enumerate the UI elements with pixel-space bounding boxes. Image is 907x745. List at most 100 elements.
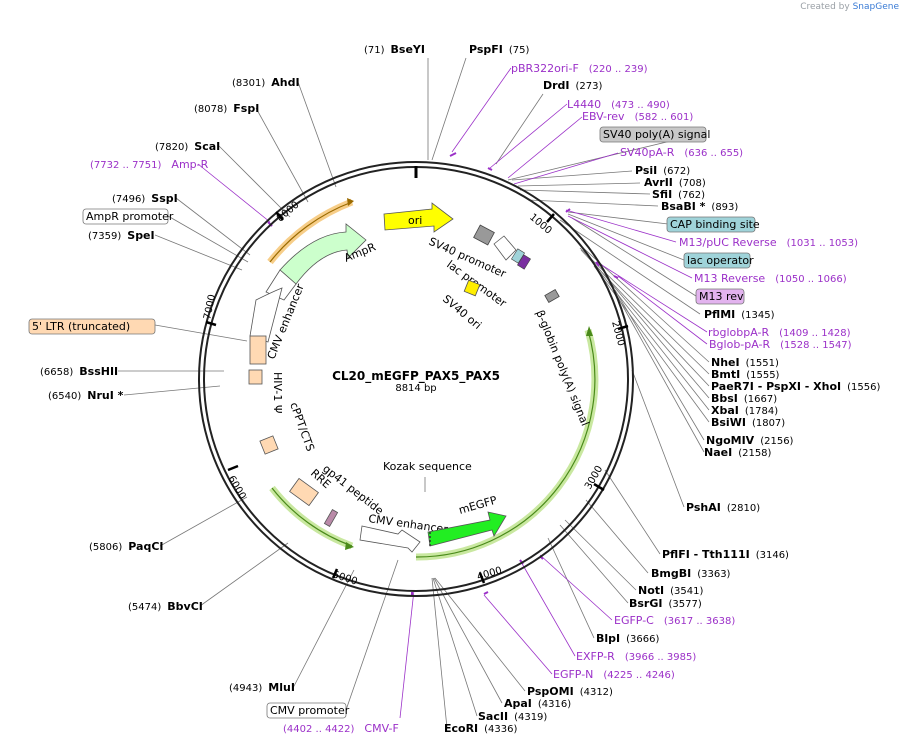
svg-text:EGFP-C(3617 .. 3638): EGFP-C(3617 .. 3638): [614, 614, 735, 627]
svg-text:PshAI(2810): PshAI(2810): [686, 501, 760, 514]
sv40-ori-label: SV40 ori: [440, 292, 484, 332]
svg-text:M13 Reverse(1050 .. 1066): M13 Reverse(1050 .. 1066): [694, 272, 847, 285]
svg-text:EXFP-R(3966 .. 3985): EXFP-R (3966 .. 3985): [576, 650, 696, 663]
enzyme-pos: (2156): [760, 436, 793, 447]
backbone-outer: [198, 161, 634, 597]
svg-text:ApaI(4316): ApaI(4316): [504, 697, 571, 710]
enzyme-pos: (75): [509, 45, 530, 56]
svg-text:EcoRI(4336): EcoRI(4336): [444, 722, 518, 735]
svg-text:NgoMIV(2156): NgoMIV (2156): [706, 434, 794, 447]
enzyme-pos: (4943): [229, 683, 262, 694]
cap-binding-box-label: CAP binding site: [670, 218, 760, 231]
svg-text:(6658)BssHII: (6658)BssHII: [40, 365, 118, 378]
enzyme-pos: (4312): [580, 687, 613, 698]
primer-name: EBV-rev: [582, 110, 625, 123]
enzyme-pos: (7496): [112, 194, 145, 205]
enzyme-pos: (2158): [738, 448, 771, 459]
ampr-promoter-box-label: AmpR promoter: [86, 210, 174, 223]
svg-text:BmtI(1555): BmtI(1555): [711, 368, 780, 381]
primer-name: EXFP-R: [576, 650, 615, 663]
enzyme-name: NheI: [711, 356, 740, 369]
primer-pos: (3617 .. 3638): [664, 616, 736, 627]
enzyme-pos: (4316): [538, 699, 571, 710]
primer-pos: (220 .. 239): [589, 64, 648, 75]
m13-rev-box-label: M13 rev: [699, 290, 744, 303]
primer-pos: (4402 .. 4422): [283, 724, 355, 735]
svg-text:DrdI(273): DrdI(273): [543, 79, 603, 92]
svg-text:NheI(1551): NheI(1551): [711, 356, 779, 369]
enzyme-pos: (3363): [697, 569, 730, 580]
primer-name: M13 Reverse: [694, 272, 765, 285]
svg-text:EGFP-N(4225 .. 4246): EGFP-N(4225 .. 4246): [553, 668, 675, 681]
m13-rev-box: [695, 288, 745, 305]
primer-leaders: [197, 67, 708, 719]
enzyme-pos: (7359): [88, 231, 121, 242]
svg-text:SacII(4319): SacII (4319): [478, 710, 547, 723]
primer-name: SV40pA-R: [620, 146, 675, 159]
gp41-feature: [323, 509, 339, 527]
enzyme-pos: (672): [663, 166, 690, 177]
enzyme-pos: (8301): [232, 78, 265, 89]
cppt-feature: [259, 435, 279, 455]
tick-label: 2000: [609, 320, 626, 347]
cap-binding-box: [666, 216, 756, 233]
ampr-promoter-box: [82, 208, 169, 225]
enzyme-pos: (1784): [745, 406, 778, 417]
credit-prefix: Created by: [800, 2, 850, 12]
bglobin-feature: [544, 288, 560, 304]
primer-name: M13/pUC Reverse: [679, 236, 777, 249]
svg-text:BbsI(1667): BbsI(1667): [711, 392, 777, 405]
enzyme-name: NgoMIV: [706, 434, 755, 447]
enzyme-name: BbvCI: [167, 600, 203, 613]
enzyme-pos: (6540): [48, 391, 81, 402]
enzyme-pos: (2810): [727, 503, 760, 514]
primer-name: CMV-F: [364, 722, 398, 735]
enzyme-pos: (1807): [752, 418, 785, 429]
enzyme-pos: (5806): [89, 542, 122, 553]
ltr-box: [28, 318, 156, 335]
kozak-label: Kozak sequence: [383, 460, 472, 473]
ltr-box-label: 5' LTR (truncated): [32, 320, 130, 333]
ampr-feature: [279, 223, 367, 285]
primer-pos: (1031 .. 1053): [787, 238, 859, 249]
lac-operator-box-label: lac operator: [687, 254, 754, 267]
svg-text:(5474)BbvCI: (5474)BbvCI: [128, 600, 203, 613]
enzyme-pos: (4319): [514, 712, 547, 723]
svg-text:(4402 .. 4422)CMV-F: (4402 .. 4422) CMV-F: [283, 722, 399, 735]
svg-text:AvrII(708): AvrII(708): [644, 176, 706, 189]
ori-feature: [383, 202, 454, 233]
gp41-label: gp41 peptide: [320, 462, 386, 518]
enzyme-name: SspI: [151, 192, 177, 205]
rre-highlight-head: [345, 542, 354, 550]
enzyme-name: SacII: [478, 710, 508, 723]
enzyme-name: NruI *: [87, 389, 123, 402]
primer-name: EGFP-N: [553, 668, 593, 681]
svg-text:L4440(473 .. 490): L4440(473 .. 490): [567, 98, 670, 111]
enzyme-name: BbsI: [711, 392, 738, 405]
svg-text:PspFI(75): PspFI (75): [469, 43, 530, 56]
enzyme-name: PaeR7I - PspXI - XhoI: [711, 380, 841, 393]
enzyme-name: PspOMI: [527, 685, 574, 698]
svg-text:NotI(3541): NotI(3541): [638, 584, 703, 597]
enzyme-name: PsiI: [635, 164, 657, 177]
enzyme-name: BlpI: [596, 632, 620, 645]
sv40-polya-box: [599, 126, 707, 143]
svg-text:BsaBI *(893): BsaBI *(893): [661, 200, 738, 213]
svg-text:(7820)ScaI: (7820)ScaI: [155, 140, 220, 153]
primer-name: rbglobpA-R: [708, 326, 769, 339]
cppt-label: cPPT/CTS: [287, 401, 317, 454]
enzyme-name: PspFI: [469, 43, 503, 56]
tick-label: 7000: [202, 293, 218, 320]
enzyme-name: BseYI: [391, 43, 425, 56]
enzyme-pos: (71): [364, 45, 385, 56]
sv40-polya-box-label: SV40 poly(A) signal: [603, 128, 710, 141]
cmv-enhancer-bottom-feature: [359, 525, 421, 553]
primer-pos: (3966 .. 3985): [625, 652, 697, 663]
enzyme-name: DrdI: [543, 79, 570, 92]
credit-label: Created by SnapGene: [800, 2, 899, 12]
cmv-enhancer-left-feature: [249, 287, 283, 343]
enzyme-pos: (8078): [194, 104, 227, 115]
enzyme-name: BssHII: [79, 365, 118, 378]
